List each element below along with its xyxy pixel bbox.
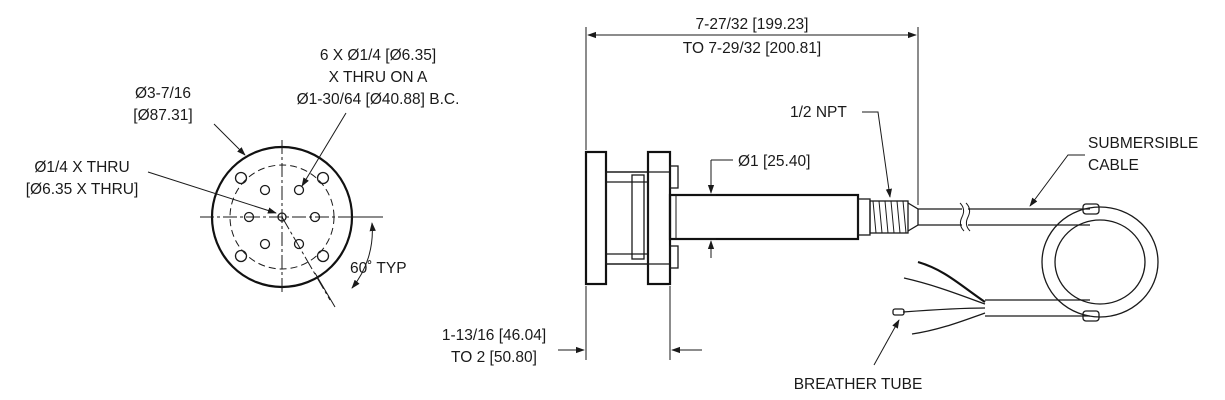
- annotations: 6 X Ø1/4 [Ø6.35] X THRU ON A Ø1-30/64 [Ø…: [26, 16, 1199, 393]
- body-dia-label: Ø1 [25.40]: [738, 153, 810, 170]
- flange-dia-label-1: Ø3-7/16: [135, 85, 191, 102]
- bolt-holes-label-2: X THRU ON A: [329, 69, 428, 86]
- overall-length-label-2: TO 7-29/32 [200.81]: [683, 40, 821, 57]
- cable-label-2: CABLE: [1088, 157, 1139, 174]
- overall-length-label-1: 7-27/32 [199.23]: [696, 16, 809, 33]
- flange-end-view: [147, 112, 383, 308]
- bolt-holes-label-3: Ø1-30/64 [Ø40.88] B.C.: [297, 91, 460, 108]
- flange-dia-label-2: [Ø87.31]: [133, 107, 192, 124]
- flange-thickness-label-2: TO 2 [50.80]: [451, 349, 537, 366]
- breather-tube-label: BREATHER TUBE: [794, 376, 923, 393]
- cable-label-1: SUBMERSIBLE: [1088, 135, 1198, 152]
- sensor-side-view: [558, 27, 1159, 366]
- bolt-holes-label-1: 6 X Ø1/4 [Ø6.35]: [320, 47, 436, 64]
- npt-thread: [869, 200, 919, 234]
- bolt-holes: [234, 171, 330, 263]
- angle-label: 60˚ TYP: [350, 260, 407, 277]
- center-hole-label-2: [Ø6.35 X THRU]: [26, 181, 139, 198]
- thread-label: 1/2 NPT: [790, 104, 847, 121]
- center-hole-label-1: Ø1/4 X THRU: [34, 159, 129, 176]
- lead-wires: [892, 260, 986, 335]
- submersible-cable: [918, 202, 1159, 322]
- flange-thickness-label-1: 1-13/16 [46.04]: [442, 327, 546, 344]
